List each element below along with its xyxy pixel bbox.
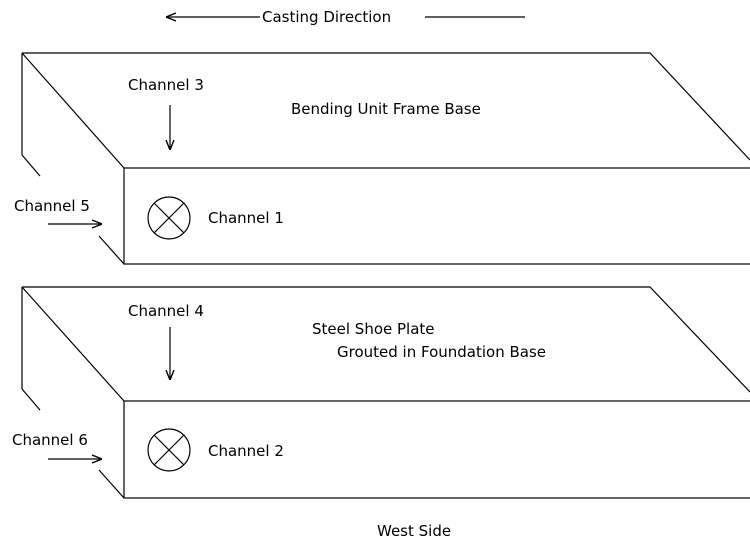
channel-6-label: Channel 6 — [12, 431, 88, 449]
lower-block-title-line1: Steel Shoe Plate — [312, 320, 435, 338]
channel-5-label: Channel 5 — [14, 197, 90, 215]
lower-block-base-break — [21, 388, 41, 411]
channel-1-label: Channel 1 — [208, 209, 284, 227]
lower-block-top-face — [22, 286, 750, 393]
upper-block-title: Bending Unit Frame Base — [291, 100, 481, 118]
channel-2-label: Channel 2 — [208, 442, 284, 460]
upper-block-top-edge — [21, 52, 125, 169]
lower-block-front-face — [123, 400, 750, 499]
upper-block-top-face — [22, 52, 750, 161]
upper-block-front-face — [123, 167, 750, 265]
upper-block-base-break — [21, 154, 41, 177]
channel-1-sensor-icon — [147, 196, 191, 240]
lower-block-base-corner — [98, 469, 125, 499]
upper-block-base-corner — [98, 235, 125, 265]
channel-2-sensor-icon — [147, 428, 191, 472]
casting-direction-label: Casting Direction — [262, 8, 392, 26]
lower-block-shape — [21, 286, 750, 499]
upper-block-shape — [21, 52, 750, 265]
west-side-label: West Side — [377, 522, 452, 540]
channel-4-label: Channel 4 — [128, 302, 204, 320]
channel-3-label: Channel 3 — [128, 76, 204, 94]
lower-block-top-edge — [21, 286, 125, 402]
lower-block-title-line2: Grouted in Foundation Base — [337, 343, 547, 361]
